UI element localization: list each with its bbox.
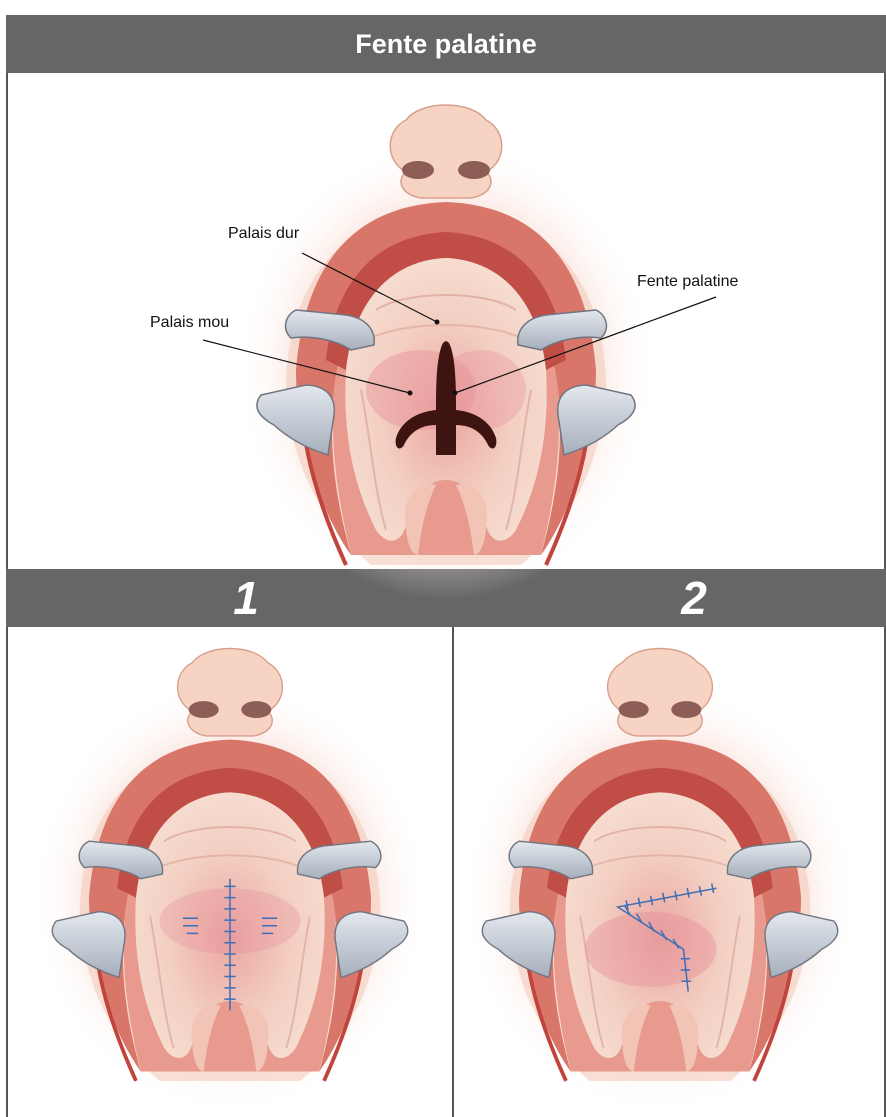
palate-illustration-step-1 xyxy=(33,649,428,1114)
palate-illustration-top xyxy=(236,105,656,600)
label-hard-palate: Palais dur xyxy=(228,225,299,243)
label-cleft-palate: Fente palatine xyxy=(637,273,738,291)
palate-illustration-step-2 xyxy=(463,649,858,1114)
label-soft-palate: Palais mou xyxy=(150,314,229,332)
